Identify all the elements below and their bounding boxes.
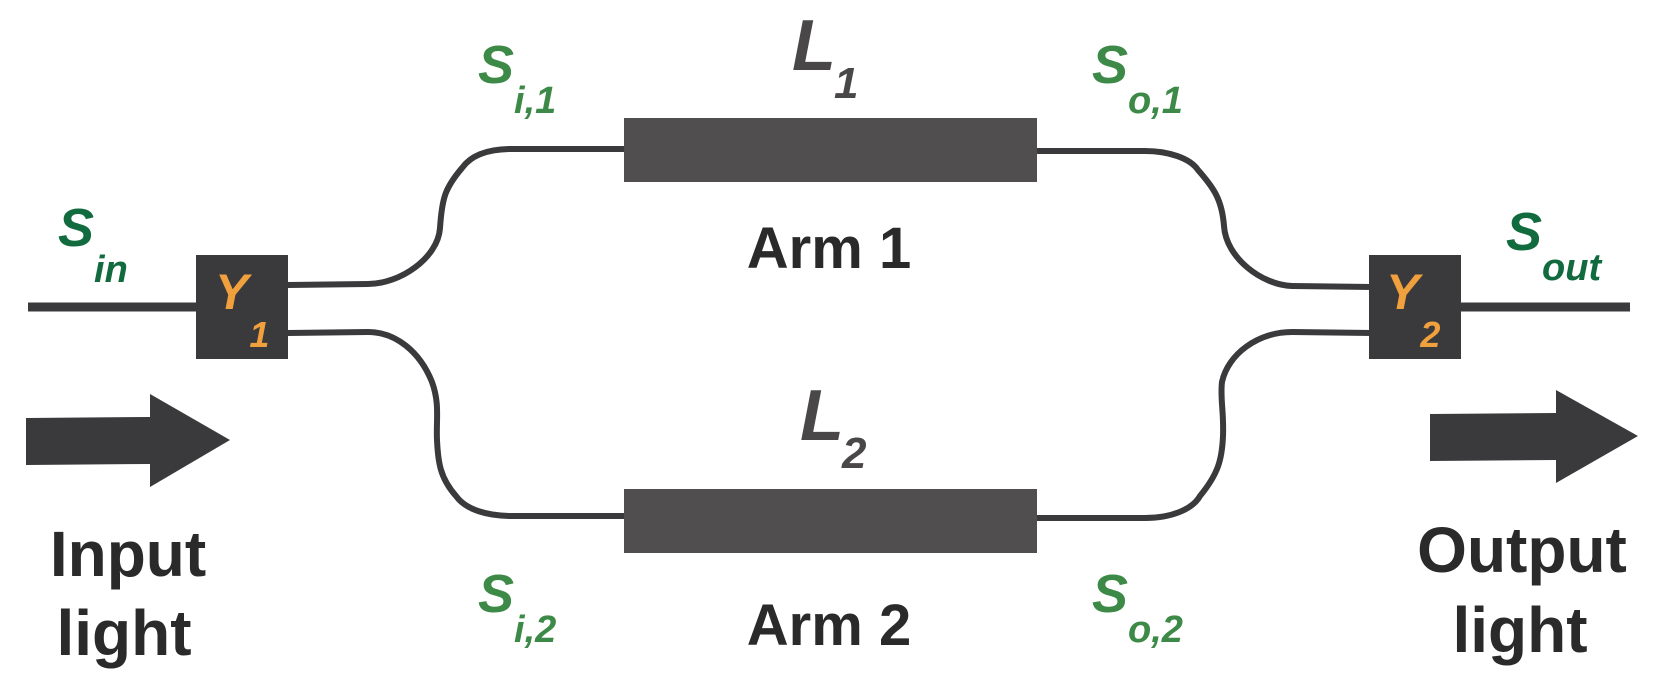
arm2-input-fiber <box>287 328 630 519</box>
output-light-label-line1: Output <box>1417 514 1627 586</box>
arm1-input-fiber <box>287 146 630 288</box>
arm1-label: Arm 1 <box>747 216 911 281</box>
coupler-y2-label: Y2 <box>1386 264 1440 355</box>
input-arrow-icon <box>26 394 230 487</box>
signal-s-i1: Si,1 <box>478 35 556 122</box>
length-l2-label: L2 <box>800 376 867 478</box>
output-arrow-icon <box>1430 390 1638 483</box>
signal-s-i2: Si,2 <box>478 564 556 651</box>
signal-s-out: Sout <box>1506 202 1602 289</box>
arm2-output-fiber <box>1030 328 1373 521</box>
coupler-y1-label: Y1 <box>215 264 269 355</box>
output-light-label-line2: light <box>1452 594 1587 666</box>
signal-s-o1: So,1 <box>1092 35 1183 122</box>
signal-s-o2: So,2 <box>1092 564 1183 651</box>
arm1-bar <box>624 118 1037 182</box>
arm1-output-fiber <box>1030 148 1373 290</box>
input-light-label-line2: light <box>56 597 191 669</box>
input-light-label-line1: Input <box>50 518 206 590</box>
signal-s-in: Sin <box>58 198 128 291</box>
coupler-y2-box <box>1369 255 1461 359</box>
arm2-bar <box>624 489 1037 553</box>
length-l1-label: L1 <box>792 6 858 108</box>
coupler-y1-box <box>196 255 288 359</box>
arm2-label: Arm 2 <box>747 593 911 658</box>
